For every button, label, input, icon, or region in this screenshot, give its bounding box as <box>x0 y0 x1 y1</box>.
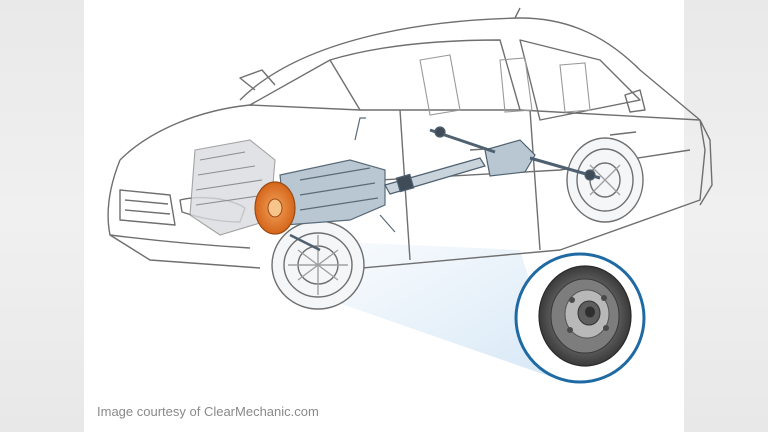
car-seats <box>419 54 591 116</box>
front-wheel <box>271 220 365 310</box>
front-axle <box>289 233 321 252</box>
rear-differential <box>429 126 601 181</box>
rear-wheel <box>566 137 644 223</box>
clutch-highlight <box>254 181 296 235</box>
clutch-disc-callout <box>514 252 646 384</box>
left-letterbox <box>0 0 84 432</box>
transmission <box>279 117 396 233</box>
image-caption: Image courtesy of ClearMechanic.com <box>97 404 319 419</box>
callout-beam <box>300 240 560 380</box>
car-body <box>107 7 713 271</box>
right-letterbox <box>684 0 768 432</box>
driveshaft <box>384 157 486 195</box>
engine-block <box>189 139 276 236</box>
clutch-disc-icon <box>538 265 632 367</box>
